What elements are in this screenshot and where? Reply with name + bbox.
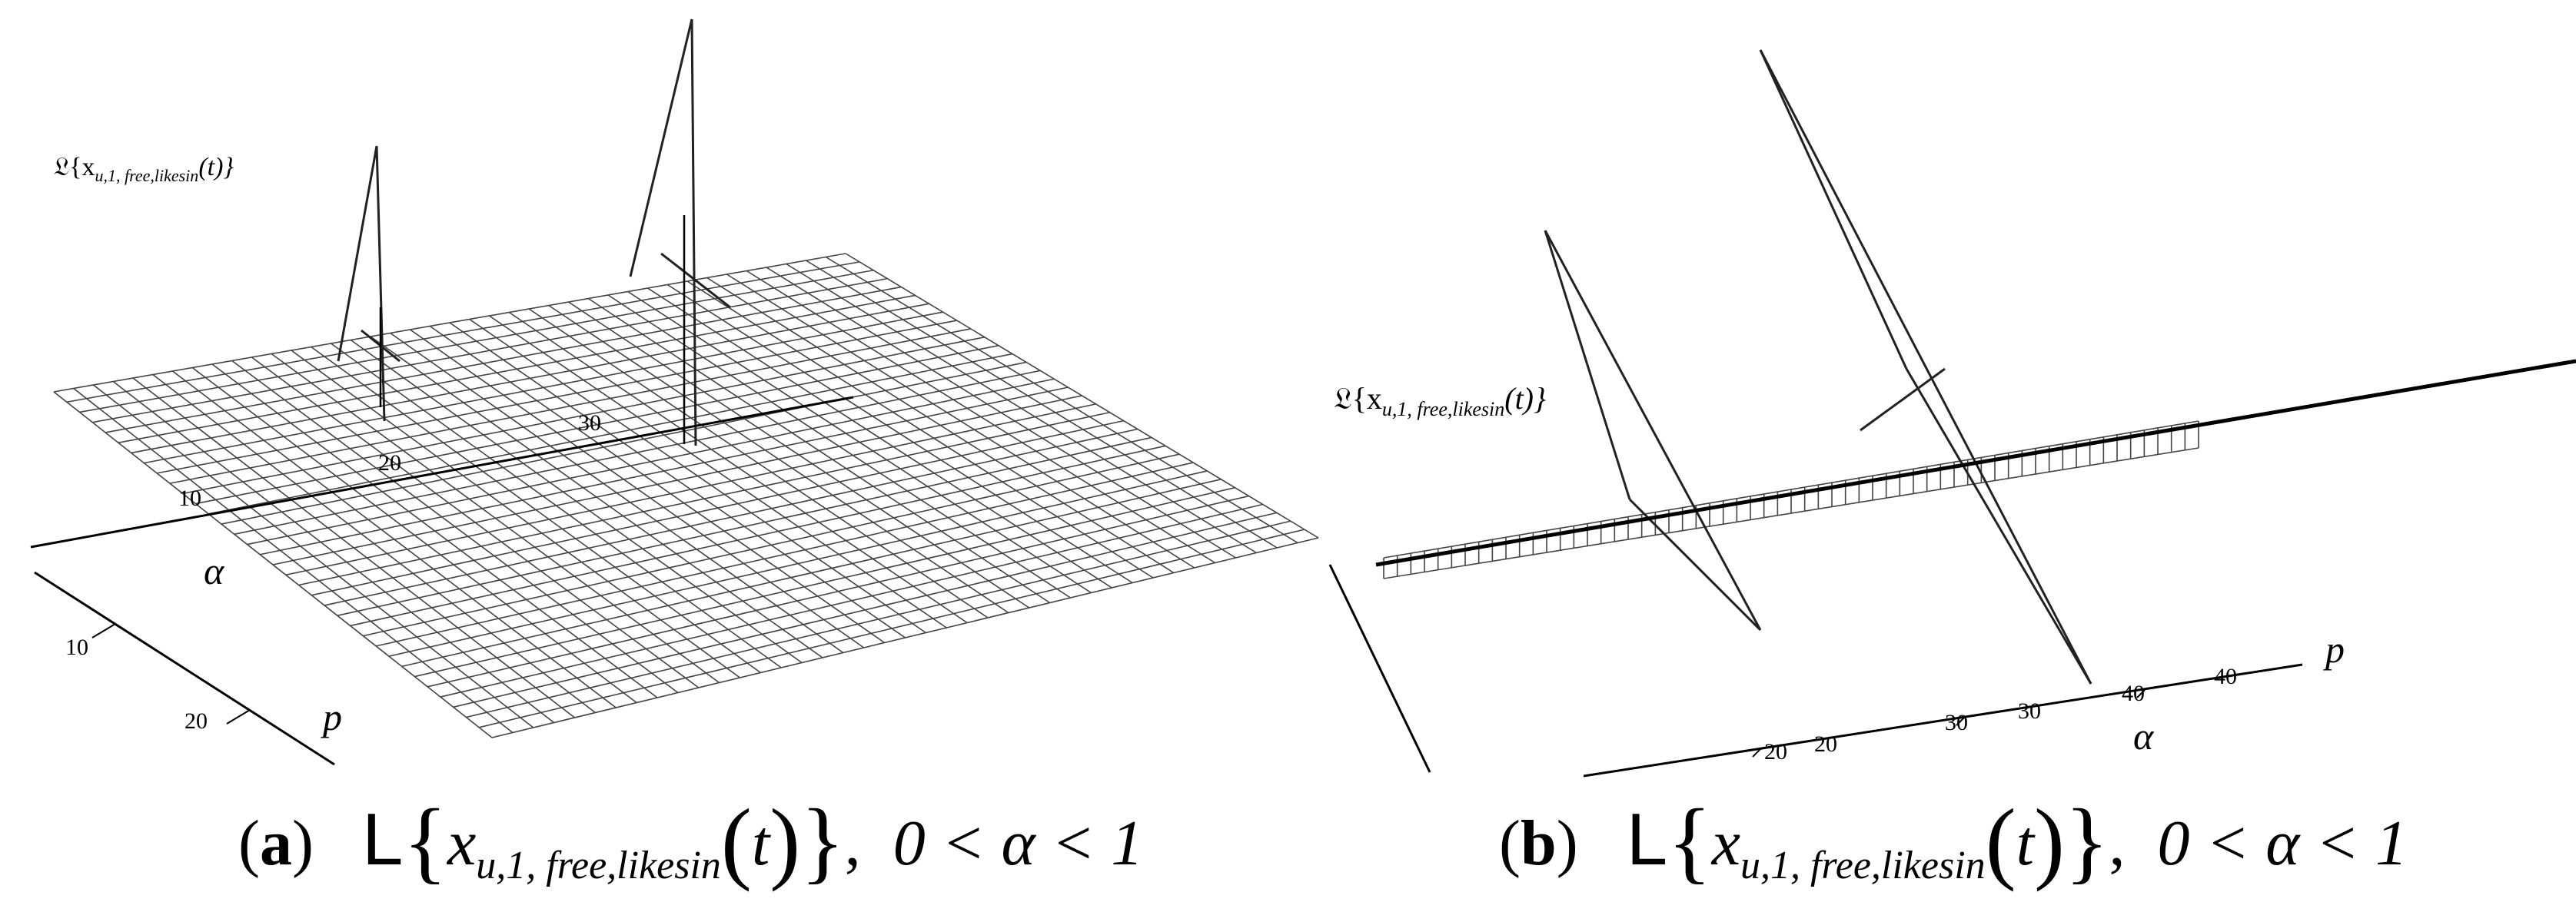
mesh-line — [1383, 420, 2199, 559]
mesh-line — [440, 503, 1263, 698]
panel-a-p-tick — [226, 709, 251, 725]
panel-a-alpha-label: α — [204, 549, 225, 592]
panel-b-p-label: p — [2323, 628, 2345, 671]
mesh-line — [53, 253, 846, 393]
mesh-line — [466, 520, 1291, 718]
spike-line — [337, 145, 378, 362]
mesh-line — [105, 286, 902, 433]
mesh-line — [144, 311, 943, 464]
panel-b-axis-tick — [1752, 748, 1761, 758]
mesh-line — [221, 361, 1027, 525]
panel-b-spikes — [1544, 49, 2092, 685]
panel-b-caption-x: x — [1711, 808, 1740, 879]
panel-b-bottom-axis — [1583, 663, 2303, 778]
spike-line — [1759, 49, 1908, 370]
spike-line — [1860, 367, 1946, 432]
panel-b-surface-plot: 𝔏{xu,1, free,likesin(t)} 20 20 30 30 40 … — [1328, 49, 2576, 778]
panel-b-tick-40b: 40 — [2214, 664, 2237, 689]
panel-a-caption: (a) L{xu,1, free,likesin(t)}, 0 < α < 1 — [238, 790, 1144, 892]
panel-b-caption: (b) L{xu,1, free,likesin(t)}, 0 < α < 1 — [1499, 790, 2408, 892]
mesh-line — [298, 411, 1110, 586]
mesh-line — [169, 328, 971, 484]
panel-a-caption-subscript: u,1, free,likesin — [476, 844, 721, 887]
panel-a-caption-range: 0 < α < 1 — [892, 808, 1144, 879]
mesh-line — [350, 445, 1166, 627]
panel-a-alpha-axis — [30, 396, 854, 549]
mesh-line — [401, 479, 1222, 668]
mesh-line — [260, 386, 1069, 556]
panel-b-vertical-axis — [1328, 564, 1431, 773]
panel-b-tick-20a: 20 — [1764, 739, 1787, 764]
panel-b-caption-operator: L — [1626, 798, 1668, 881]
panel-b-tick-30b: 30 — [2018, 698, 2041, 724]
panel-a-caption-letter: a — [259, 808, 292, 879]
mesh-line — [491, 537, 1319, 738]
panel-a-caption-x: x — [447, 808, 477, 879]
panel-b-caption-range: 0 < α < 1 — [2157, 808, 2408, 879]
spike-line — [1544, 230, 1631, 500]
spike-line — [1544, 230, 1762, 631]
panel-a-tick-alpha-20: 20 — [378, 450, 401, 476]
panel-a-z-label: 𝔏{xu,1, free,likesin(t)} — [54, 153, 234, 185]
mesh-line — [272, 395, 1082, 565]
mesh-line — [208, 353, 1013, 515]
panel-a-surface-plot: 𝔏{xu,1, free,likesin(t)} 10 20 30 10 20 … — [30, 18, 1319, 766]
panel-a-p-axis — [34, 571, 335, 766]
mesh-line — [363, 453, 1180, 637]
mesh-line — [92, 277, 888, 423]
panel-a-caption-t: t — [751, 808, 770, 879]
panel-b-long-axis — [1375, 359, 2576, 567]
panel-a-tick-p-20: 20 — [184, 708, 208, 734]
panel-a-tick-p-10: 10 — [65, 635, 88, 660]
mesh-line — [131, 303, 929, 454]
mesh-line — [1383, 447, 2199, 579]
panel-a-spikes — [337, 18, 731, 446]
mesh-line — [118, 294, 916, 443]
spike-line — [690, 18, 697, 446]
panel-b-axis-tick — [2136, 689, 2146, 698]
mesh-line — [156, 320, 957, 474]
mesh-line — [375, 462, 1194, 647]
panel-b-tick-20b: 20 — [1814, 731, 1837, 757]
spike-line — [1759, 49, 2092, 685]
panel-b-z-label: 𝔏{xu,1, free,likesin(t)} — [1334, 381, 1546, 420]
panel-b-caption-t: t — [2016, 808, 2034, 879]
mesh-line — [66, 261, 860, 403]
spike-line — [375, 145, 386, 422]
mesh-line — [453, 512, 1277, 708]
panel-a-tick-alpha-30: 30 — [578, 410, 601, 436]
mesh-line — [182, 337, 986, 495]
panel-b-caption-letter: b — [1520, 808, 1557, 879]
spike-line — [1905, 368, 2092, 685]
spike-line — [660, 252, 731, 309]
mesh-line — [195, 344, 999, 505]
spike-line — [1628, 498, 1762, 632]
mesh-line — [324, 428, 1138, 606]
mesh-line — [414, 486, 1235, 678]
panel-b-alpha-label: α — [2133, 715, 2155, 758]
mesh-line — [79, 269, 874, 413]
mesh-line — [479, 529, 1305, 728]
mesh-line — [234, 370, 1041, 536]
panel-a-tick-alpha-10: 10 — [178, 486, 201, 511]
panel-a-p-label: p — [321, 695, 342, 738]
mesh-line — [285, 403, 1096, 576]
mesh-line — [388, 470, 1208, 657]
mesh-line — [247, 378, 1055, 546]
panel-b-axis-tick — [1956, 717, 1965, 726]
panel-a-p-tick — [91, 623, 116, 638]
mesh-line — [337, 436, 1152, 616]
spike-line — [629, 18, 693, 277]
panel-b-caption-subscript: u,1, free,likesin — [1740, 844, 1986, 887]
mesh-line — [427, 495, 1249, 688]
panel-b-tick-30a: 30 — [1945, 710, 1968, 735]
panel-a-mesh — [53, 253, 1319, 738]
mesh-line — [311, 420, 1124, 596]
panel-a-caption-operator: L — [361, 798, 404, 881]
panel-b-tick-40a: 40 — [2122, 681, 2145, 706]
